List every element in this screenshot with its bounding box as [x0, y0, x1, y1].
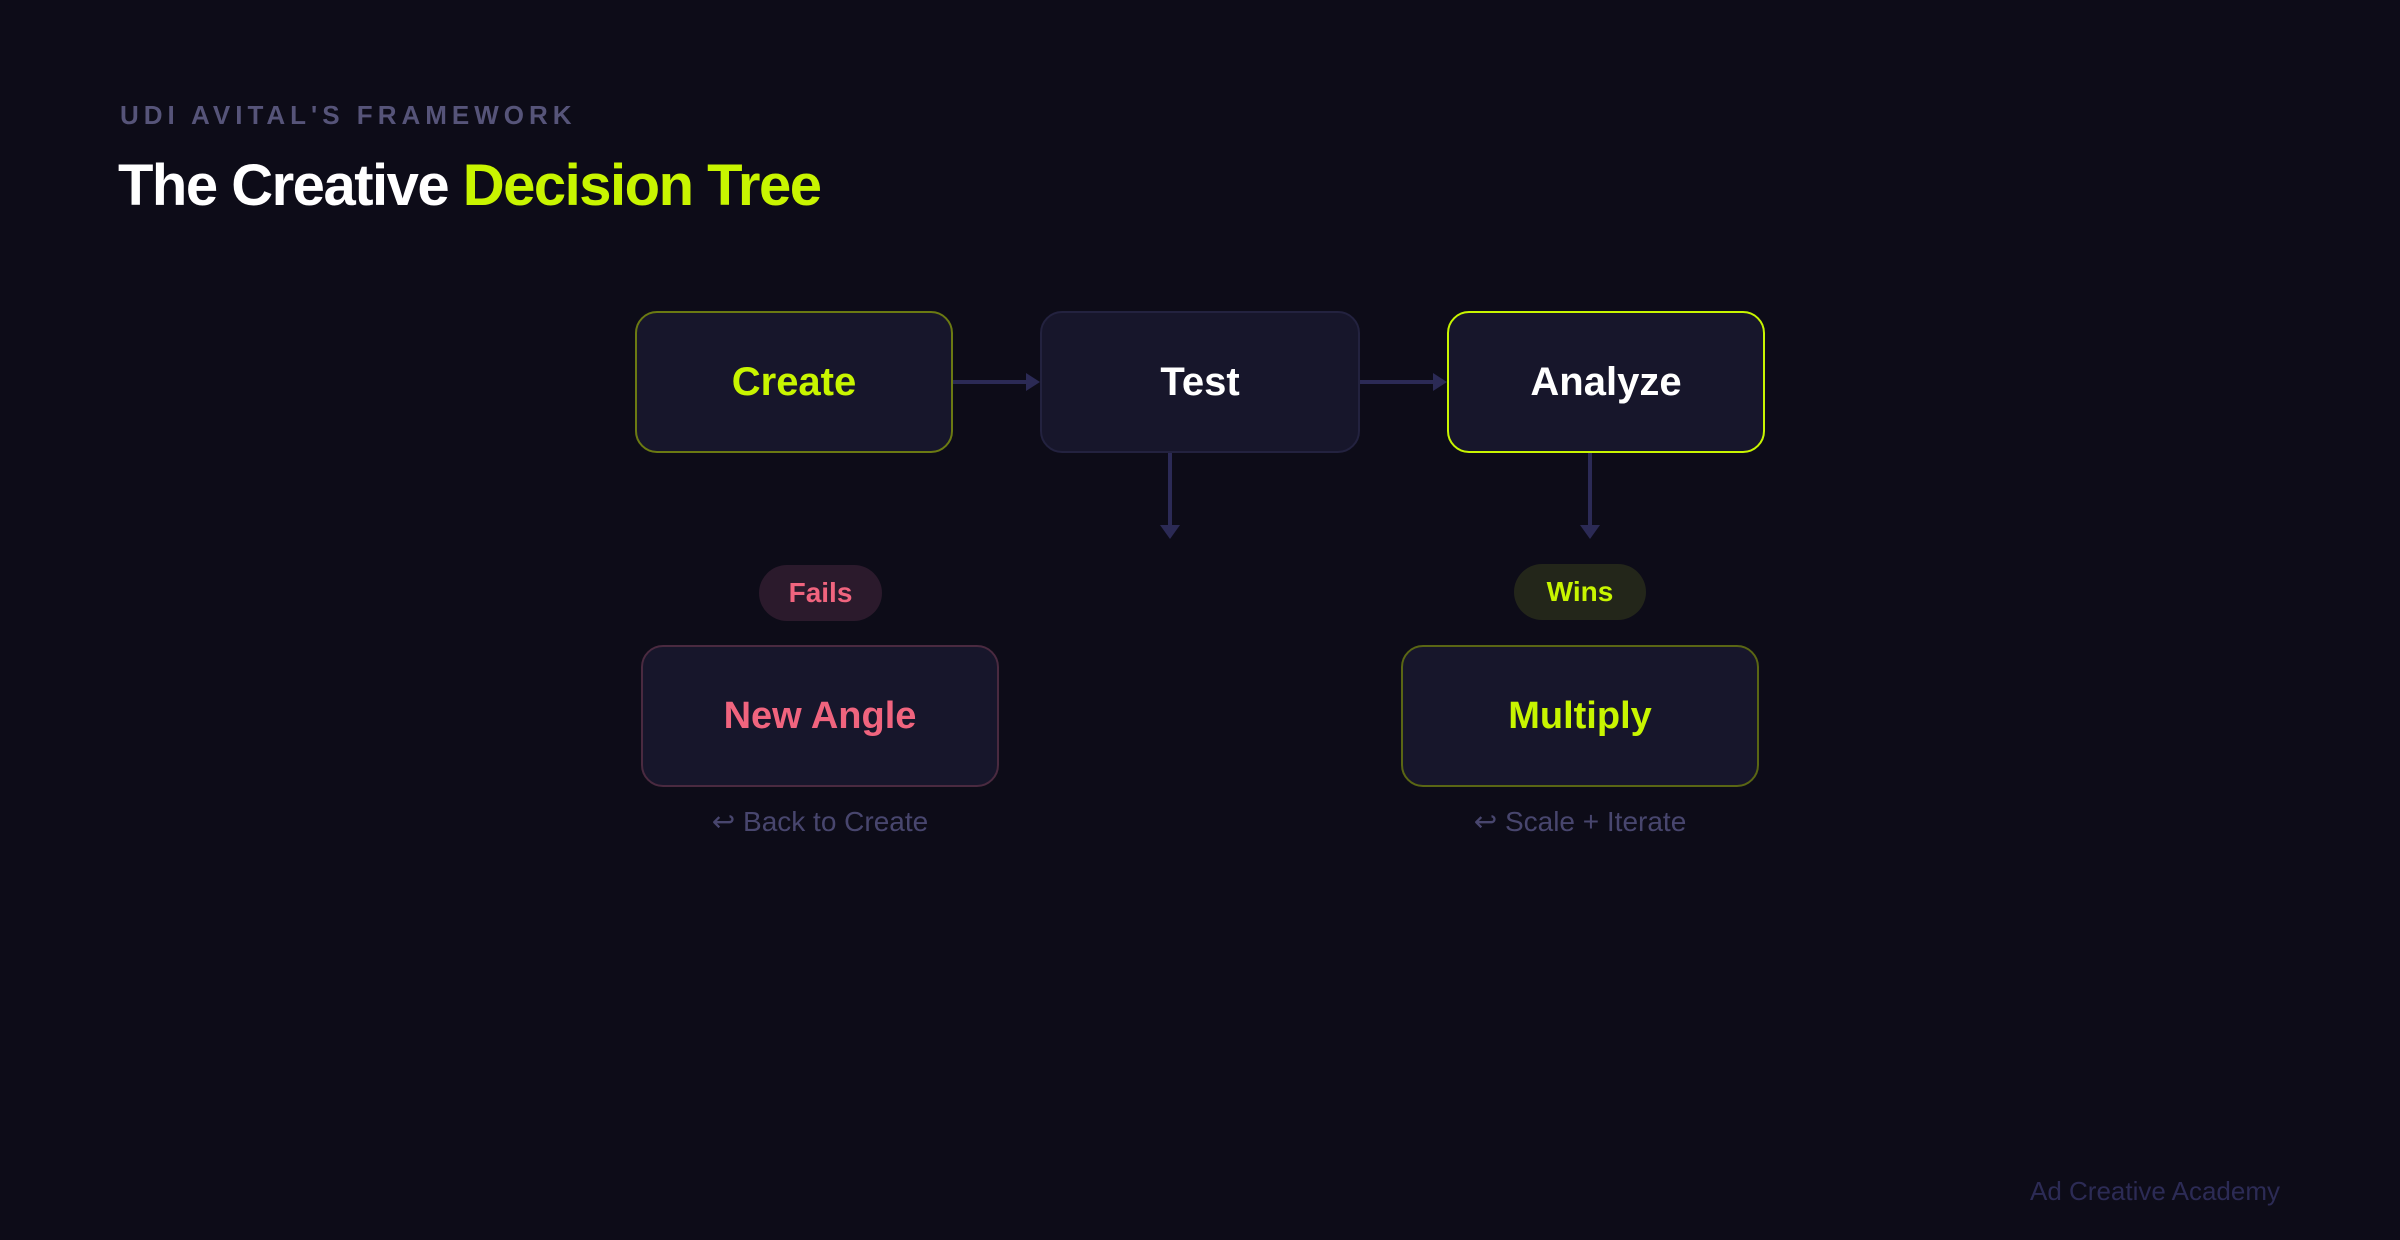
- arrowhead-right-icon: [1026, 373, 1040, 391]
- scale-iterate-text: Scale + Iterate: [1504, 806, 1687, 837]
- arrowhead-down-icon: [1160, 525, 1180, 539]
- node-create: Create: [635, 311, 953, 453]
- page-title: The Creative Decision Tree: [118, 152, 822, 219]
- wins-badge: Wins: [1514, 564, 1646, 620]
- fails-label: Fails: [788, 577, 853, 608]
- arrowhead-down-icon: [1580, 525, 1600, 539]
- connector-create-test: [953, 380, 1027, 384]
- node-new-angle: New Angle: [641, 645, 999, 787]
- title-main: The Creative: [118, 153, 450, 218]
- scale-iterate-note: ↩ Scale + Iterate: [1400, 805, 1760, 838]
- footer-brand: Ad Creative Academy: [2030, 1176, 2281, 1206]
- wins-label: Wins: [1546, 576, 1614, 607]
- connector-analyze-down: [1588, 453, 1592, 527]
- node-new-angle-label: New Angle: [723, 694, 917, 737]
- return-arrow-icon: ↩: [1473, 806, 1498, 837]
- back-to-create-note: ↩ Back to Create: [640, 805, 1000, 838]
- node-test-label: Test: [1160, 359, 1240, 404]
- connector-test-analyze: [1360, 380, 1434, 384]
- node-test: Test: [1040, 311, 1360, 453]
- node-multiply: Multiply: [1401, 645, 1759, 787]
- back-to-create-text: Back to Create: [743, 806, 929, 837]
- node-analyze-label: Analyze: [1530, 359, 1682, 404]
- framework-eyebrow: UDI AVITAL'S FRAMEWORK: [120, 100, 577, 130]
- arrowhead-right-icon: [1433, 373, 1447, 391]
- return-arrow-icon: ↩: [711, 806, 736, 837]
- fails-badge: Fails: [759, 565, 882, 621]
- title-accent: Decision Tree: [462, 153, 822, 218]
- node-create-label: Create: [731, 359, 857, 404]
- node-multiply-label: Multiply: [1508, 694, 1652, 737]
- connector-test-down: [1168, 453, 1172, 527]
- node-analyze: Analyze: [1447, 311, 1765, 453]
